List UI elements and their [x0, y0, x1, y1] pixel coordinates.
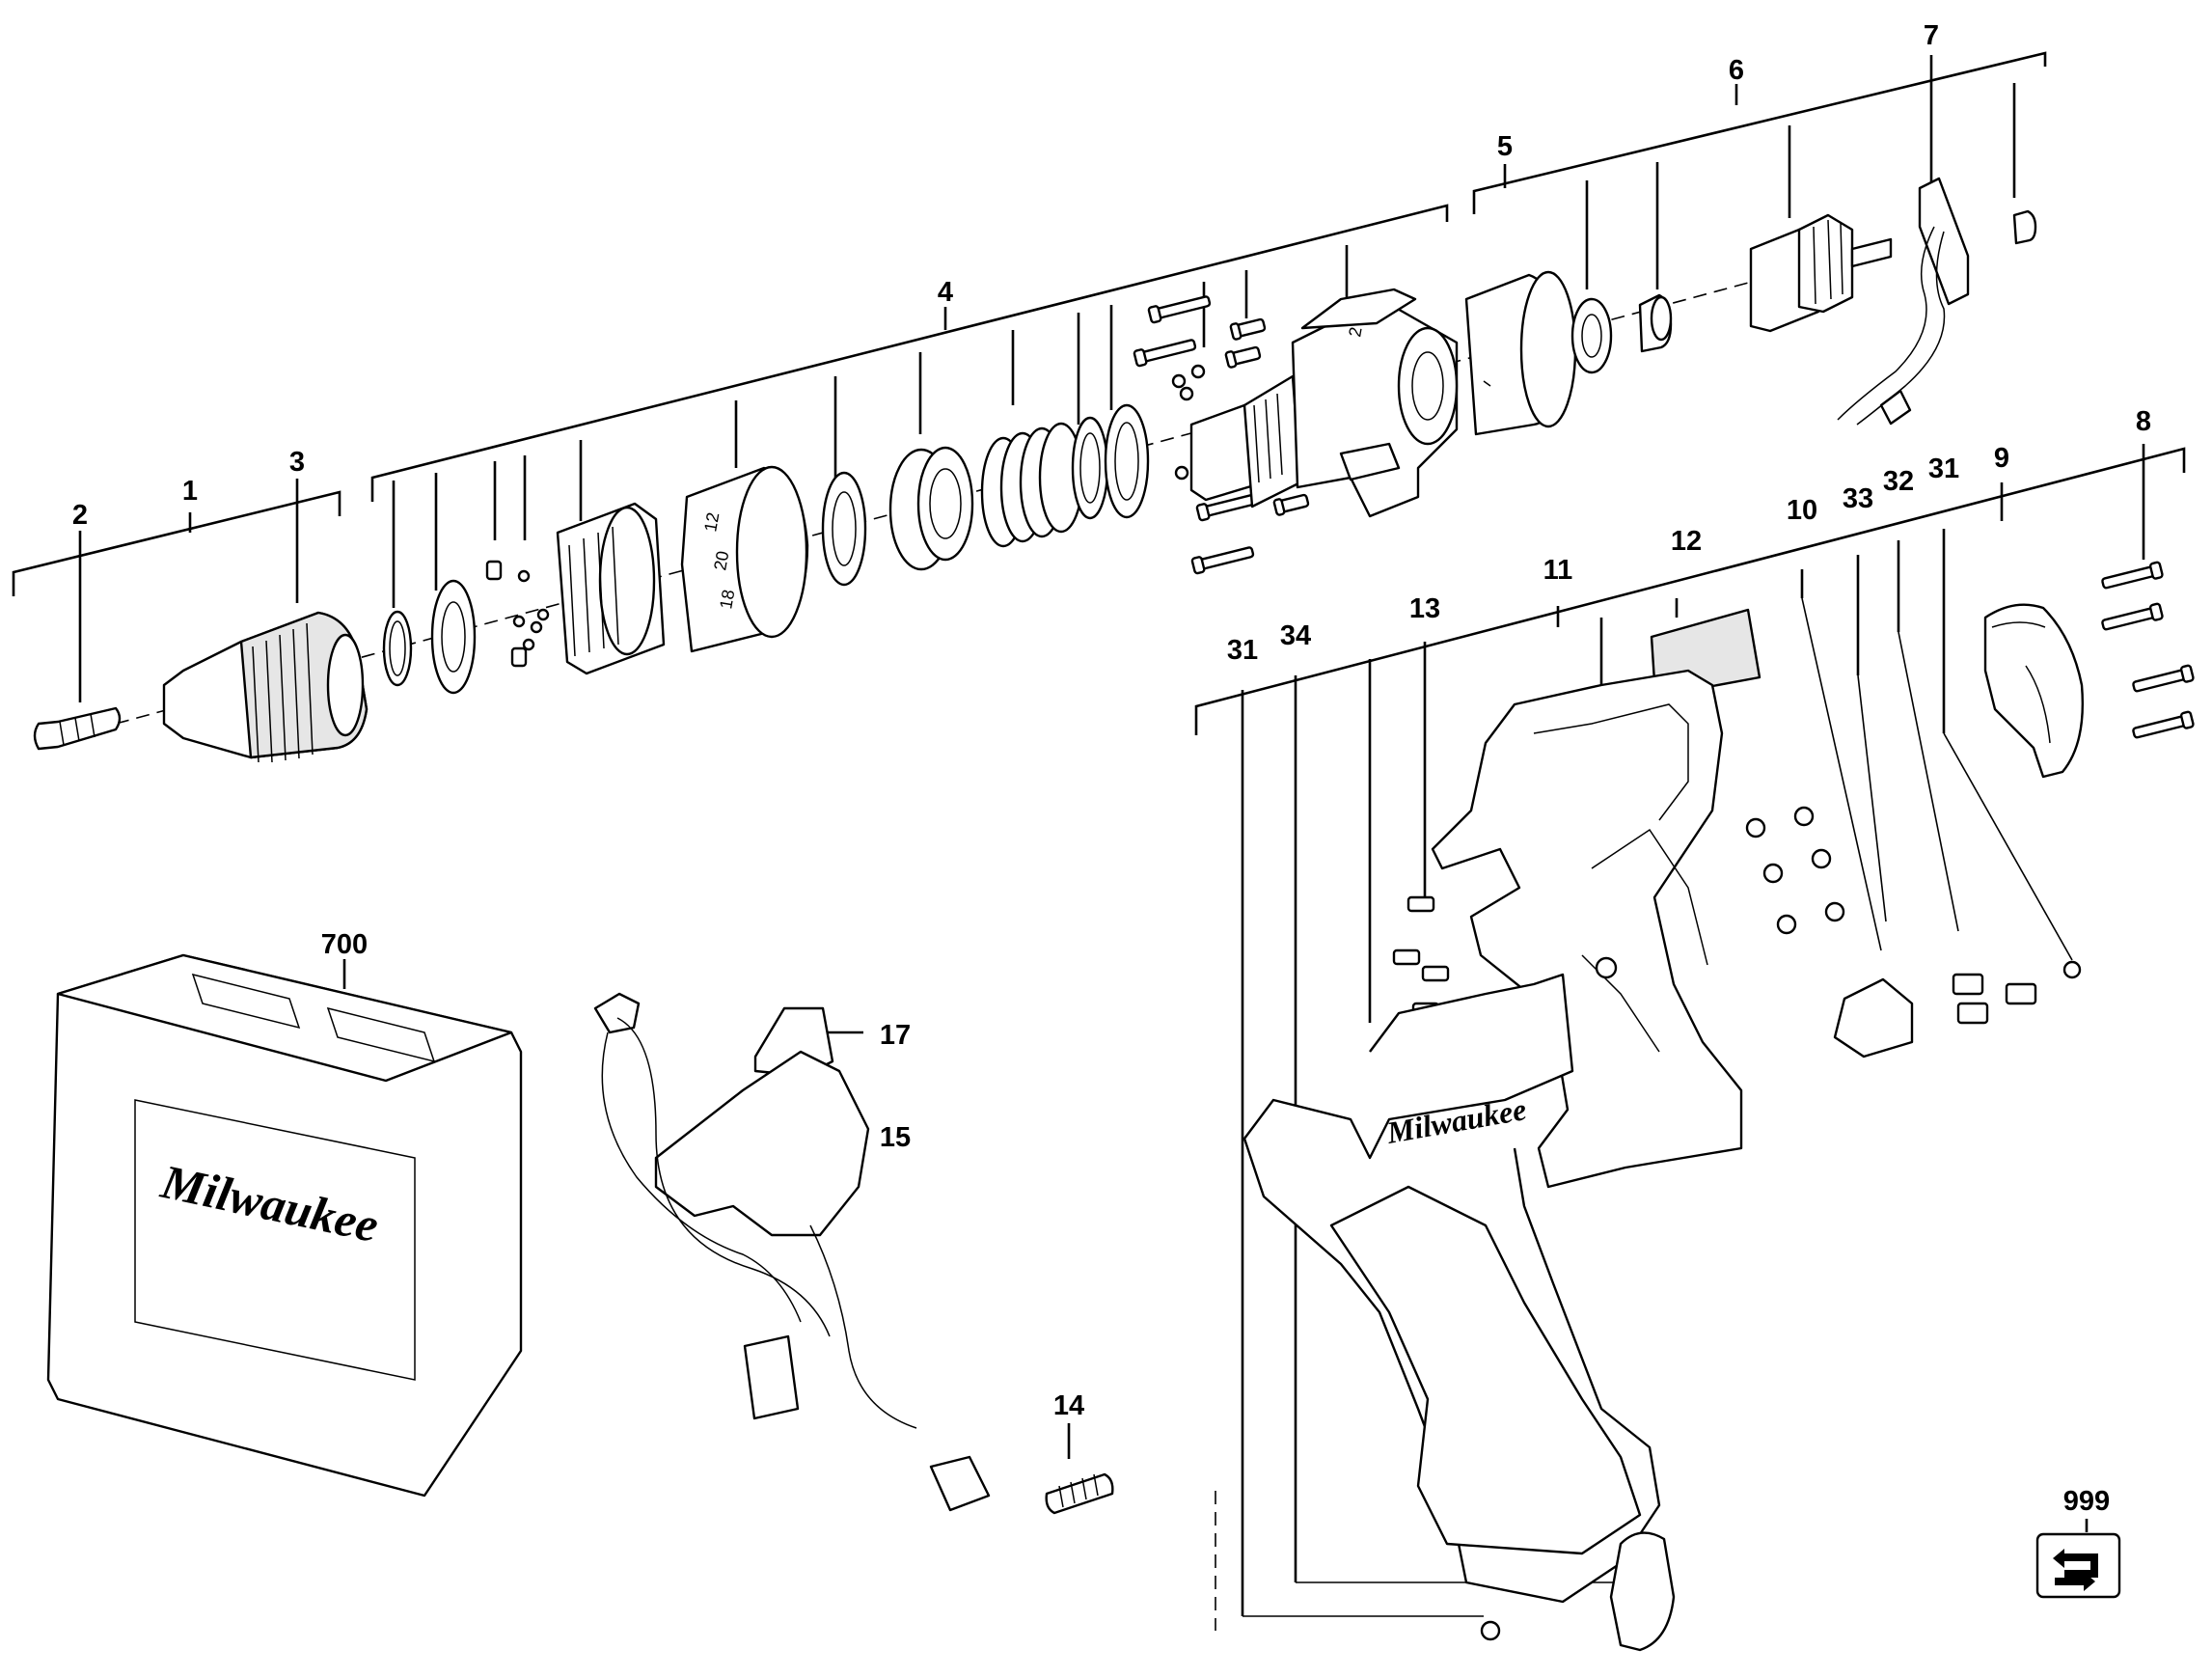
part-14-spring — [1045, 1472, 1114, 1515]
part-34-housing-left: Milwaukee — [1243, 973, 1661, 1604]
callout-1: 1 — [182, 476, 198, 507]
callout-33: 33 — [1843, 483, 1873, 514]
return-arrow-icon — [2053, 1549, 2098, 1591]
part-34-belt-clip — [1609, 1531, 1676, 1652]
callout-31-left: 31 — [1227, 635, 1258, 666]
part-700-carry-case: Milwaukee — [46, 953, 523, 1498]
callout-2: 2 — [72, 500, 88, 531]
part-5-motor-can — [1464, 270, 1673, 436]
callout-5: 5 — [1497, 131, 1513, 162]
part-31-bottom-screw — [1480, 1620, 1501, 1641]
part-10-housing-screws — [1745, 806, 1845, 935]
callout-4: 4 — [938, 277, 953, 308]
leader-lines — [12, 51, 2186, 1617]
part-9-rear-cover — [1983, 603, 2084, 779]
callout-9: 9 — [1994, 443, 2009, 474]
callout-10: 10 — [1787, 495, 1817, 526]
part-13-pads — [1392, 895, 1450, 1019]
part-15-switch-assembly — [593, 992, 991, 1512]
callout-15: 15 — [880, 1122, 911, 1153]
part-33-bracket — [1833, 977, 1914, 1058]
callout-3: 3 — [289, 447, 305, 478]
callout-7: 7 — [1924, 20, 1939, 51]
part-999-box — [2035, 1532, 2121, 1599]
callout-17: 17 — [880, 1020, 911, 1051]
part-32-clips — [1952, 973, 2037, 1025]
part-8-cover-screws — [2101, 561, 2195, 739]
dial-mark-18: 18 — [716, 588, 738, 610]
dial-mark-12: 12 — [700, 510, 723, 533]
callout-13: 13 — [1409, 593, 1440, 624]
callout-6: 6 — [1729, 55, 1744, 86]
part-3-keyless-chuck — [162, 611, 369, 763]
callout-11: 11 — [1543, 555, 1573, 586]
callout-8: 8 — [2136, 406, 2151, 437]
part-31-small-screw — [2062, 960, 2082, 979]
part-7-motor-electronics — [1837, 177, 2037, 426]
callout-999: 999 — [2063, 1486, 2110, 1517]
callout-14: 14 — [1053, 1390, 1084, 1421]
part-4-clutch-components: 12 20 18 — [382, 403, 1150, 695]
callout-34: 34 — [1280, 620, 1311, 651]
callout-31-right: 31 — [1928, 454, 1959, 484]
part-4-gearbox-housing: 2 — [1189, 288, 1459, 518]
callout-12: 12 — [1671, 526, 1702, 557]
gear-mark: 2 — [1345, 325, 1365, 338]
callout-32: 32 — [1883, 466, 1914, 497]
part-number-callouts: 1 2 3 4 5 6 7 8 9 10 11 12 13 14 15 17 3… — [72, 20, 2151, 1517]
callout-700: 700 — [321, 929, 368, 960]
part-2-chuck-screw — [33, 706, 122, 751]
part-6-motor-armature — [1749, 213, 1893, 333]
part-11-housing-right — [1431, 669, 1743, 1189]
dial-mark-20: 20 — [710, 549, 732, 571]
